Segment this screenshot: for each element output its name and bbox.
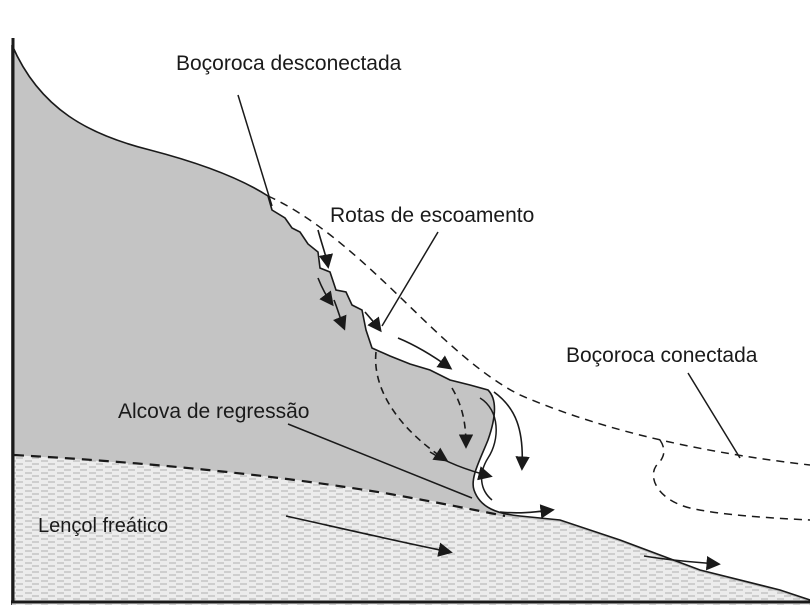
flow-arrow bbox=[493, 391, 530, 471]
water-table-line bbox=[13, 453, 506, 518]
label-connected-gully: Boçoroca conectada bbox=[566, 344, 758, 367]
connected-gully-wall bbox=[652, 439, 810, 521]
leader-flow-routes bbox=[381, 231, 439, 327]
label-disconnected-gully: Boçoroca desconectada bbox=[176, 52, 402, 75]
flow-arrow bbox=[333, 299, 347, 331]
flow-arrow bbox=[643, 555, 721, 571]
label-flow-routes: Rotas de escoamento bbox=[330, 204, 534, 227]
label-water-table: Lençol freático bbox=[38, 515, 168, 537]
flow-arrow bbox=[364, 311, 382, 333]
hillslope-profile bbox=[11, 44, 810, 605]
flow-arrow-dashed bbox=[374, 351, 449, 462]
flow-arrow bbox=[317, 277, 334, 307]
flow-arrow bbox=[499, 504, 555, 519]
original-surface-line bbox=[267, 195, 810, 466]
leader-connected bbox=[687, 372, 741, 459]
flow-arrow bbox=[317, 229, 334, 269]
leader-disconnected bbox=[237, 94, 273, 207]
flow-arrow bbox=[397, 337, 453, 370]
gully-wall-inner bbox=[479, 397, 497, 501]
water-table-zone bbox=[12, 455, 810, 605]
flow-arrow-dashed bbox=[451, 387, 474, 449]
label-regression-alcove: Alcova de regressão bbox=[118, 400, 309, 423]
flow-arrow bbox=[429, 451, 493, 481]
leader-alcove bbox=[287, 423, 473, 499]
flow-arrow bbox=[285, 515, 453, 557]
